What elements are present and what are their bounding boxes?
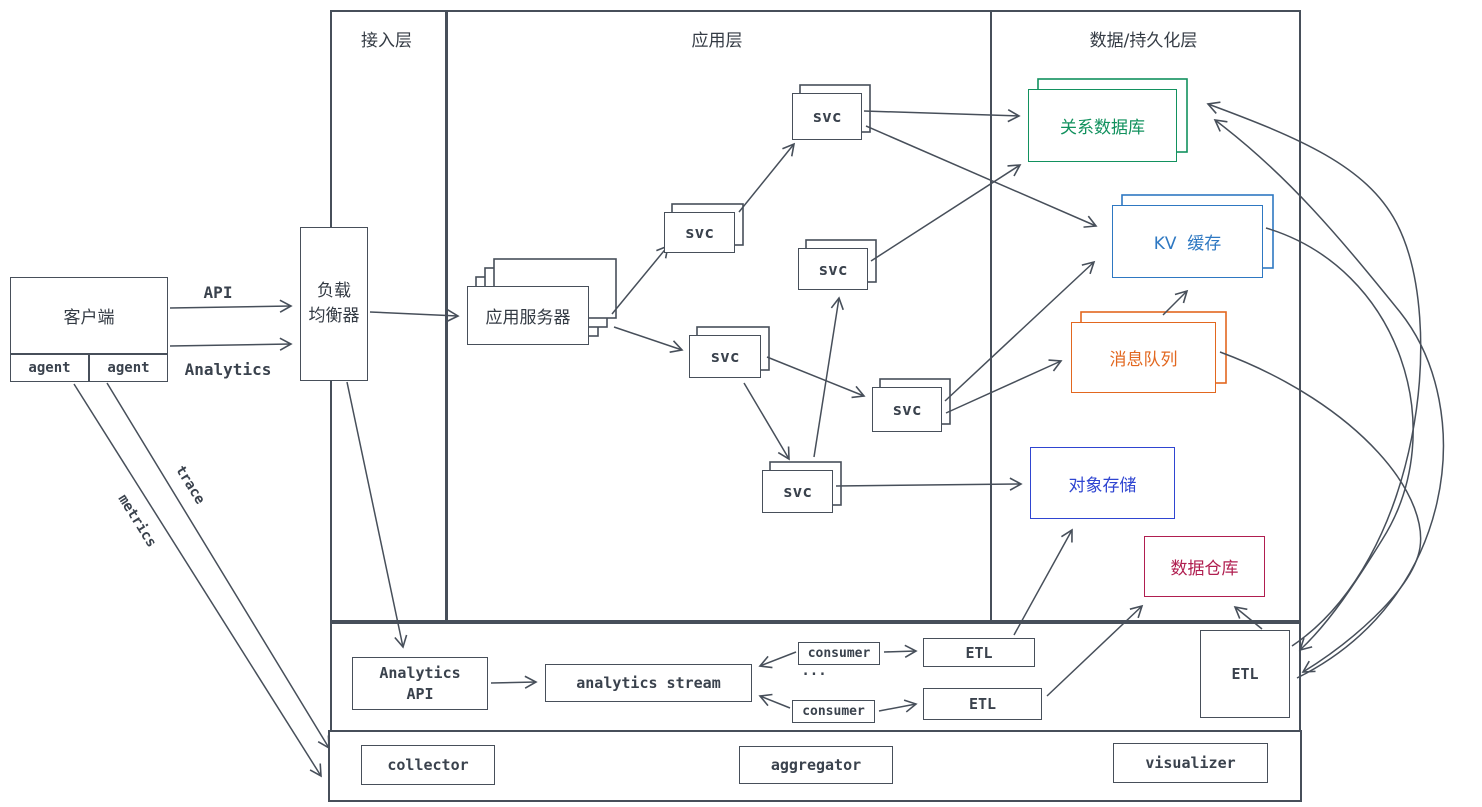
visualizer-label: visualizer xyxy=(1145,754,1236,772)
edge-agent-trace xyxy=(106,382,330,750)
edge-svc1-reldb xyxy=(863,108,1021,123)
agent-node-2: agent xyxy=(89,354,168,382)
edge-consumer1-stream xyxy=(758,651,797,669)
edge-etlr-dwh xyxy=(1233,605,1263,630)
edge-consumer2-etl2 xyxy=(878,699,918,713)
svc-node-4: svc xyxy=(798,248,868,290)
access-layer-title: 接入层 xyxy=(361,31,412,51)
collector-label: collector xyxy=(387,756,469,774)
edge-lb-appserver xyxy=(369,308,460,323)
object-storage-node: 对象存储 xyxy=(1030,447,1175,519)
edge-svc6-svc4 xyxy=(813,296,844,458)
edge-client-lb-api xyxy=(169,299,293,313)
svc-label: svc xyxy=(818,259,848,279)
edge-lines xyxy=(73,101,1445,778)
visualizer-node: visualizer xyxy=(1113,743,1268,783)
edge-lb-analytics-api xyxy=(346,381,408,649)
consumer-node-1: consumer xyxy=(798,642,880,665)
data-warehouse-label: 数据仓库 xyxy=(1170,559,1239,579)
svc-label: svc xyxy=(812,107,842,126)
relational-db-label: 关系数据库 xyxy=(1060,118,1145,138)
edge-etl1-objstore xyxy=(1013,528,1073,636)
svc-node-2: svc xyxy=(664,212,735,253)
edge-agent-metrics xyxy=(73,383,322,778)
edge-svc6-objstore xyxy=(835,477,1023,491)
edge-svc2-svc1 xyxy=(738,142,796,213)
collector-node: collector xyxy=(361,745,495,785)
app-server-node: 应用服务器 xyxy=(467,286,589,345)
data-layer-title: 数据/持久化层 xyxy=(1089,31,1198,51)
consumer-ellipsis: ... xyxy=(801,663,827,679)
analytics-api-node: Analytics API xyxy=(352,657,488,710)
edge-mq-kv xyxy=(1162,289,1189,316)
load-balancer-node: 负载 均衡器 xyxy=(300,227,368,381)
analytics-stream-node: analytics stream xyxy=(545,664,752,702)
edge-svc4-reldb xyxy=(870,164,1022,262)
edge-appserver-svc3 xyxy=(613,326,684,353)
kv-cache-label: KV 缓存 xyxy=(1153,234,1222,254)
svc-label: svc xyxy=(892,400,922,419)
client-label: 客户端 xyxy=(63,308,115,328)
etl-label: ETL xyxy=(965,643,993,662)
edge-etlr-reldb-curve xyxy=(1206,101,1422,647)
analytics-stream-label: analytics stream xyxy=(576,674,721,692)
consumer-label: consumer xyxy=(802,704,865,719)
relational-db-node: 关系数据库 xyxy=(1028,89,1177,162)
edge-consumer2-stream xyxy=(758,693,791,709)
agent-node-1: agent xyxy=(10,354,89,382)
object-storage-label: 对象存储 xyxy=(1068,475,1137,496)
message-queue-node: 消息队列 xyxy=(1071,322,1216,393)
kv-cache-node: KV 缓存 xyxy=(1112,205,1263,278)
observability-band-container xyxy=(328,730,1302,802)
svc-node-1: svc xyxy=(792,93,862,140)
svc-label: svc xyxy=(783,482,812,501)
analytics-api-label-line2: API xyxy=(406,684,434,703)
data-warehouse-node: 数据仓库 xyxy=(1144,536,1265,597)
edge-etl2-dwh xyxy=(1046,604,1144,697)
etl-label: ETL xyxy=(968,695,997,713)
consumer-node-2: consumer xyxy=(792,700,875,723)
edge-svc3-svc6 xyxy=(743,382,790,461)
svc-node-6: svc xyxy=(762,470,833,513)
svc-node-5: svc xyxy=(872,387,942,432)
edge-kv-etlr-curve xyxy=(1265,227,1414,652)
agent-label: agent xyxy=(107,360,150,376)
api-edge-label: API xyxy=(203,283,233,302)
svc-node-3: svc xyxy=(689,335,761,378)
etl-node-2: ETL xyxy=(923,688,1042,720)
svc-label: svc xyxy=(710,347,740,366)
edge-analyticsapi-stream xyxy=(490,675,538,689)
edge-consumer1-etl1 xyxy=(883,644,918,659)
edge-svc1-kv xyxy=(865,125,1098,228)
analytics-edge-label: Analytics xyxy=(184,360,272,379)
aggregator-label: aggregator xyxy=(770,756,862,774)
edge-mq-etlr-curve xyxy=(1219,351,1422,673)
edge-svc5-kv xyxy=(944,260,1096,402)
message-queue-label: 消息队列 xyxy=(1109,350,1178,370)
etl-label: ETL xyxy=(1231,665,1259,683)
aggregator-node: aggregator xyxy=(739,746,893,784)
analytics-api-label-line1: Analytics xyxy=(379,664,461,683)
load-balancer-label-line2: 均衡器 xyxy=(308,306,360,326)
etl-node-right: ETL xyxy=(1200,630,1290,718)
app-layer-title: 应用层 xyxy=(691,31,743,51)
svc-label: svc xyxy=(685,223,714,242)
load-balancer-label-line1: 负载 xyxy=(317,280,351,301)
consumer-label: consumer xyxy=(807,646,871,661)
edge-svc5-mq xyxy=(945,359,1063,414)
app-server-label: 应用服务器 xyxy=(485,308,571,328)
client-node: 客户端 xyxy=(10,277,168,354)
edge-client-lb-analytics xyxy=(169,337,293,351)
agent-label: agent xyxy=(28,360,71,376)
etl-node-1: ETL xyxy=(923,638,1035,667)
edge-svc3-svc5 xyxy=(766,356,866,399)
data-layer-container xyxy=(990,10,1301,624)
edge-appserver-svc2 xyxy=(611,244,670,315)
